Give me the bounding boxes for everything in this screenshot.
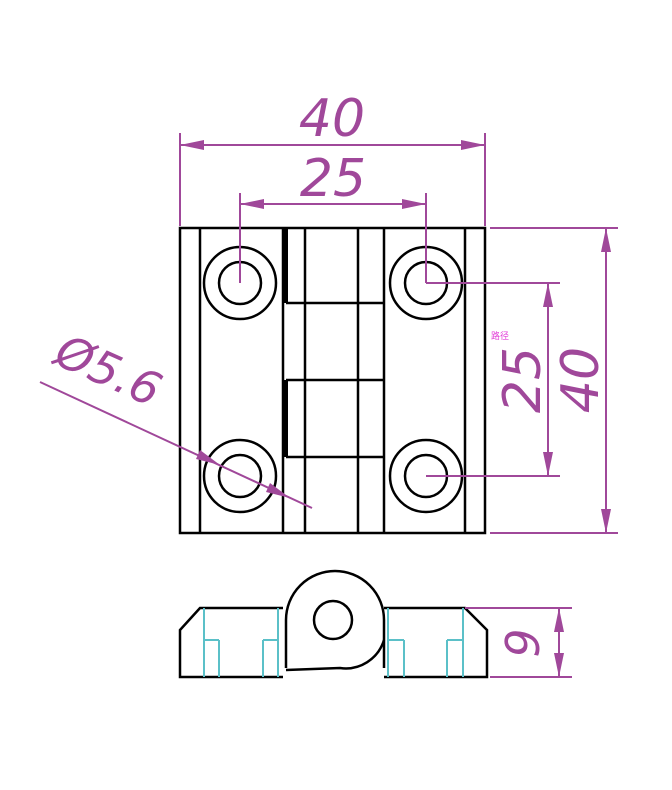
dim-thickness <box>465 607 572 678</box>
side-pin-circle <box>312 599 354 641</box>
dim-hole-diameter-leader <box>39 381 313 509</box>
knuckle-assembly <box>281 228 386 533</box>
side-knuckle-curl <box>285 639 386 672</box>
dim-hole-spacing-vertical <box>426 282 560 477</box>
dim-hole-diameter-label: Ø5.6 <box>46 323 170 418</box>
dim-overall-width-label: 40 <box>299 89 365 149</box>
dim-overall-height <box>490 227 618 534</box>
side-right-leaf <box>384 606 489 679</box>
hinge-outline <box>178 226 487 535</box>
dim-hole-spacing-horizontal <box>239 193 427 283</box>
side-hidden-detail <box>203 608 464 677</box>
side-knuckle-outline <box>284 569 386 668</box>
dim-thickness-label: 9 <box>496 628 550 657</box>
side-left-leaf <box>178 606 283 679</box>
dim-hole-spacing-vertical-label: 25 <box>493 347 553 413</box>
dimension-lines <box>39 133 618 678</box>
dim-overall-width <box>179 133 486 226</box>
hole-bottom-left <box>202 438 278 514</box>
front-view <box>178 226 487 535</box>
dim-hole-spacing-horizontal-label: 25 <box>300 149 366 209</box>
path-label: 路径 <box>491 330 509 342</box>
dim-overall-height-label: 40 <box>551 347 611 413</box>
side-view <box>178 569 489 679</box>
